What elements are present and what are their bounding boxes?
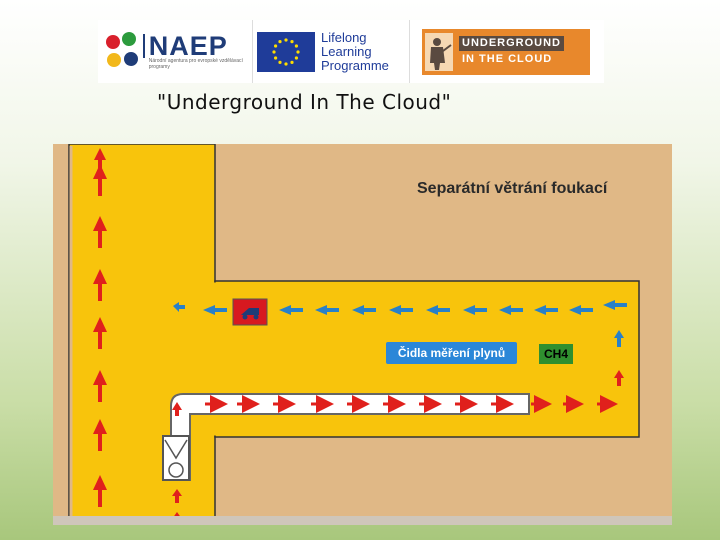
eu-text-line-2: Learning <box>321 43 372 59</box>
gas-sensor-label: Čidla měření plynů <box>386 342 517 364</box>
naep-mark-icon <box>104 31 140 72</box>
return-air-arrows <box>173 300 627 347</box>
vehicle-icon <box>232 298 268 326</box>
miner-icon <box>425 32 453 71</box>
naep-subtitle: Národní agentura pro evropské vzdělávací… <box>148 57 243 70</box>
ventilation-diagram: Separátní větrání foukací Čidla měření p… <box>53 144 672 525</box>
main-shaft <box>68 144 216 525</box>
lifelong-learning-logo: Lifelong Learning Programme <box>252 20 409 83</box>
ch4-sensor: CH4 <box>539 344 573 364</box>
underground-in-the-cloud-logo: UNDERGROUND IN THE CLOUD <box>409 20 602 83</box>
fresh-air-arrows-shaft <box>93 148 182 525</box>
slide-title: "Underground In The Cloud" <box>157 90 452 114</box>
eu-flag-icon <box>257 31 315 72</box>
uitc-line-2: IN THE CLOUD <box>462 52 553 65</box>
uitc-line-1: UNDERGROUND <box>459 35 564 51</box>
diagram-title: Separátní větrání foukací <box>417 180 608 197</box>
naep-logo: NAEP Národní agentura pro evropské vzděl… <box>98 20 252 83</box>
fan-icon <box>162 435 190 481</box>
naep-wordmark: NAEP <box>142 32 252 59</box>
eu-text-line-3: Programme <box>321 57 389 73</box>
logo-strip: NAEP Národní agentura pro evropské vzděl… <box>98 20 604 83</box>
eu-text-line-1: Lifelong <box>321 29 367 45</box>
